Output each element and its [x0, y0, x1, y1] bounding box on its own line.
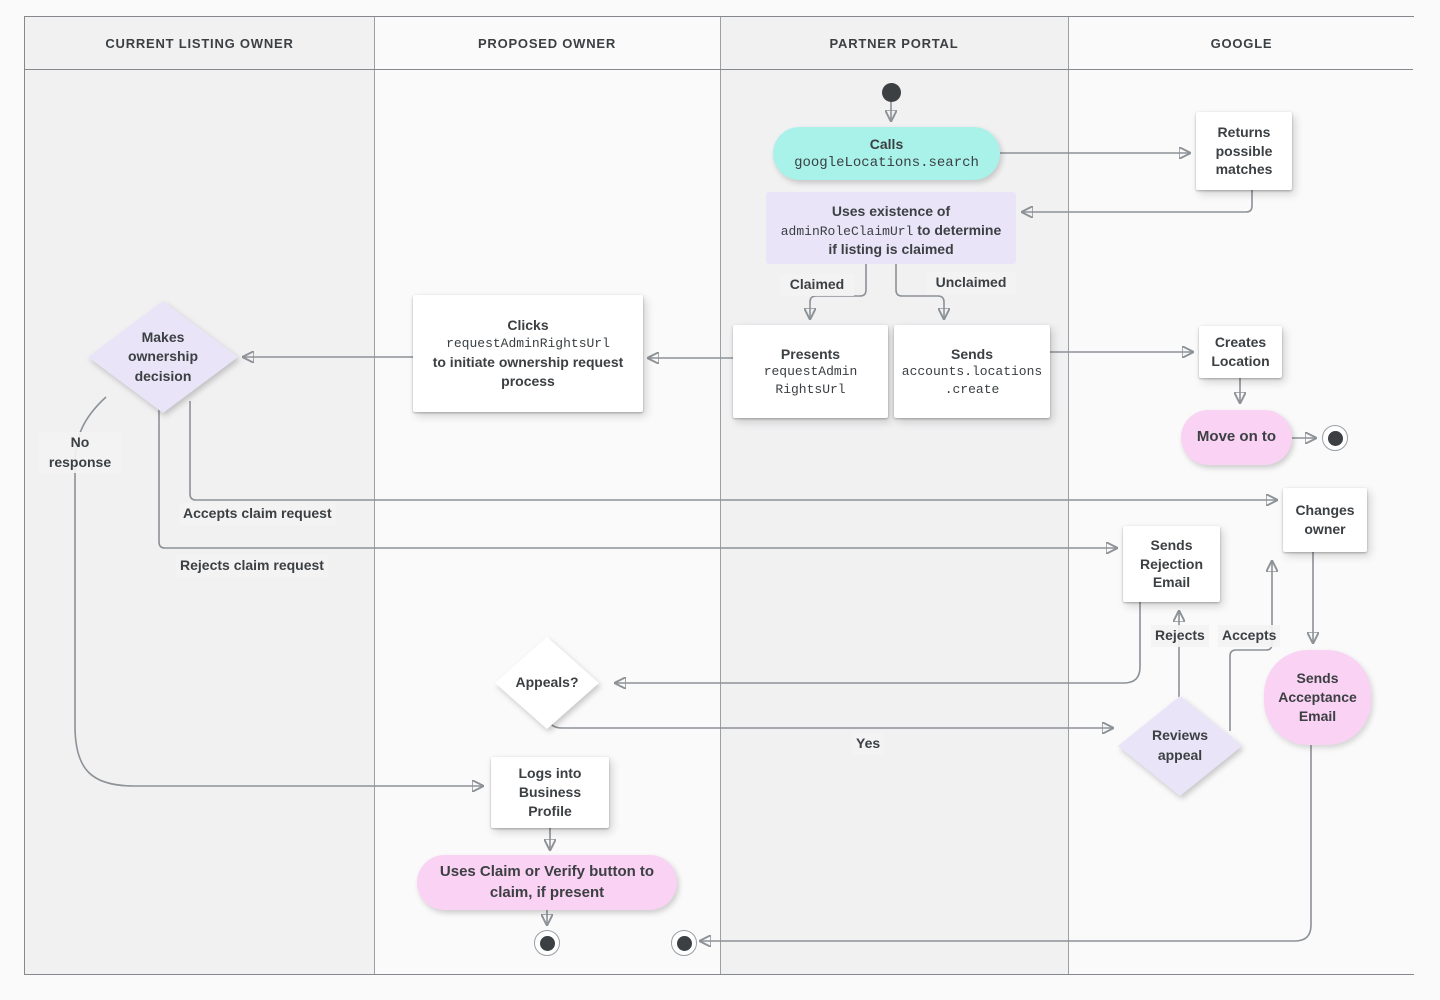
lane-header-current-listing-owner: CURRENT LISTING OWNER [105, 35, 294, 51]
decision-label: Reviews appeal [1151, 727, 1209, 763]
node-title: Sends [950, 345, 993, 362]
node-text: Logs into Business Profile [518, 765, 582, 819]
end-node-create-flow [1322, 425, 1348, 451]
node-clicks-requestadminrightsurl: Clicks requestAdminRightsUrl to initiate… [413, 295, 643, 412]
edge-label-accepts-claim-request: Accepts claim request [179, 503, 336, 525]
edge-label-accepts: Accepts [1218, 625, 1281, 647]
node-code: googleLocations.search [794, 154, 979, 171]
end-node-claim-flow [534, 930, 560, 956]
node-text: Changes owner [1295, 502, 1355, 537]
node-changes-owner: Changes owner [1283, 488, 1367, 552]
node-logs-into-business-profile: Logs into Business Profile [491, 757, 609, 828]
edge-label-unclaimed: Unclaimed [926, 272, 1016, 294]
node-text-post: to determine if listing is claimed [828, 221, 1002, 258]
decision-label: Appeals? [515, 674, 579, 691]
node-sends-accounts-locations-create: Sends accounts.locations .create [894, 325, 1050, 418]
node-sends-rejection-email: Sends Rejection Email [1123, 526, 1220, 602]
node-creates-location: Creates Location [1199, 326, 1282, 378]
lane-divider [1068, 17, 1069, 974]
lane-divider [374, 17, 375, 974]
node-text: Sends Acceptance Email [1278, 670, 1357, 724]
lane-header-google: GOOGLE [1210, 35, 1273, 51]
node-code: requestAdminRightsUrl [446, 336, 610, 352]
node-code: accounts.locations .create [901, 364, 1043, 397]
decision-makes-ownership-decision: Makes ownership decision [88, 301, 238, 413]
node-text-pre: Uses existence of [831, 203, 951, 219]
node-text: Sends Rejection Email [1139, 536, 1203, 591]
lane-current-listing-owner [25, 17, 374, 974]
node-uses-existence: Uses existence of adminRoleClaimUrl to d… [766, 192, 1016, 264]
decision-reviews-appeal: Reviews appeal [1118, 696, 1242, 796]
lane-header-proposed-owner: PROPOSED OWNER [477, 35, 617, 51]
decision-label: Makes ownership decision [127, 328, 198, 384]
node-title: Presents [780, 345, 841, 362]
edge-label-yes: Yes [852, 733, 885, 755]
node-code: adminRoleClaimUrl [780, 223, 914, 239]
node-returns-possible-matches: Returns possible matches [1196, 112, 1292, 190]
node-sends-acceptance-email: Sends Acceptance Email [1264, 650, 1371, 745]
lane-divider [720, 17, 721, 974]
node-title: Clicks [507, 317, 549, 334]
node-text: Creates Location [1211, 334, 1270, 369]
node-text: Uses Claim or Verify button to claim, if… [439, 863, 655, 901]
header-separator [25, 69, 1413, 70]
edge-label-no-response: No response [38, 432, 122, 474]
node-calls-googlelocations-search: Calls googleLocations.search [773, 127, 1000, 180]
node-title: Calls [869, 135, 904, 152]
edge-label-rejects-claim-request: Rejects claim request [176, 555, 328, 577]
node-move-on-to: Move on to [1181, 410, 1292, 465]
node-text: Returns possible matches [1215, 123, 1273, 178]
lane-header-partner-portal: PARTNER PORTAL [829, 35, 959, 51]
decision-appeals: Appeals? [495, 637, 599, 729]
end-node-acceptance-flow [671, 930, 697, 956]
node-text: Move on to [1196, 428, 1277, 446]
edge-label-claimed: Claimed [780, 274, 854, 296]
start-node [882, 83, 901, 102]
node-code: requestAdmin RightsUrl [763, 364, 858, 397]
node-presents-requestadminrightsurl: Presents requestAdmin RightsUrl [733, 325, 888, 418]
edge-label-rejects: Rejects [1151, 625, 1209, 647]
lane-proposed-owner [374, 17, 720, 974]
node-uses-claim-or-verify: Uses Claim or Verify button to claim, if… [417, 855, 677, 910]
node-text-post: to initiate ownership request process [432, 353, 624, 389]
